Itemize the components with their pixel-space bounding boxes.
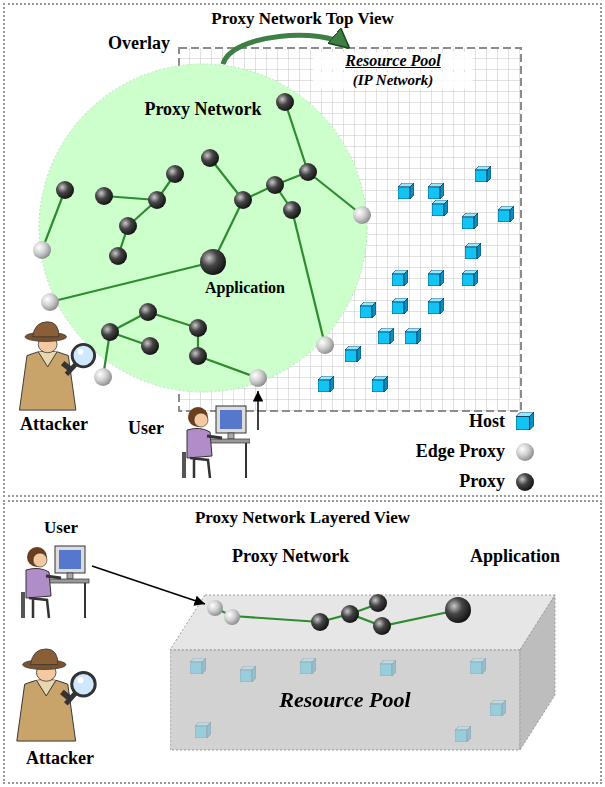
edge-label: Overlay	[108, 33, 170, 54]
label: Application	[470, 546, 560, 567]
label: User	[128, 418, 164, 439]
user-figure	[21, 546, 89, 618]
label: Attacker	[20, 414, 88, 435]
label: Attacker	[26, 748, 94, 769]
layered-view-panel: Proxy Network Layered ViewResource Pool	[3, 500, 602, 784]
legend-text: Proxy	[360, 471, 505, 492]
node-title: Proxy Network Top View	[3, 9, 602, 29]
node-subtitle: (IP Network)	[313, 72, 473, 89]
label: Proxy Network	[232, 546, 349, 567]
legend-host-sample	[516, 412, 534, 430]
node-title: Proxy Network	[38, 99, 368, 120]
access-arrow	[92, 566, 205, 604]
node-title: Resource Pool	[313, 52, 473, 70]
legend-text: Host	[360, 411, 505, 432]
legend-proxy-sample	[516, 473, 534, 491]
access-arrow	[257, 391, 259, 430]
legend-edge-sample	[516, 443, 534, 461]
application-proxy	[200, 249, 226, 275]
legend-text: Edge Proxy	[360, 441, 505, 462]
node-title: Resource Pool	[170, 687, 520, 712]
label: Application	[205, 279, 285, 297]
node-title: Proxy Network Layered View	[3, 508, 602, 528]
attacker-figure	[17, 649, 95, 741]
label: User	[44, 518, 78, 538]
user-figure	[182, 406, 250, 478]
